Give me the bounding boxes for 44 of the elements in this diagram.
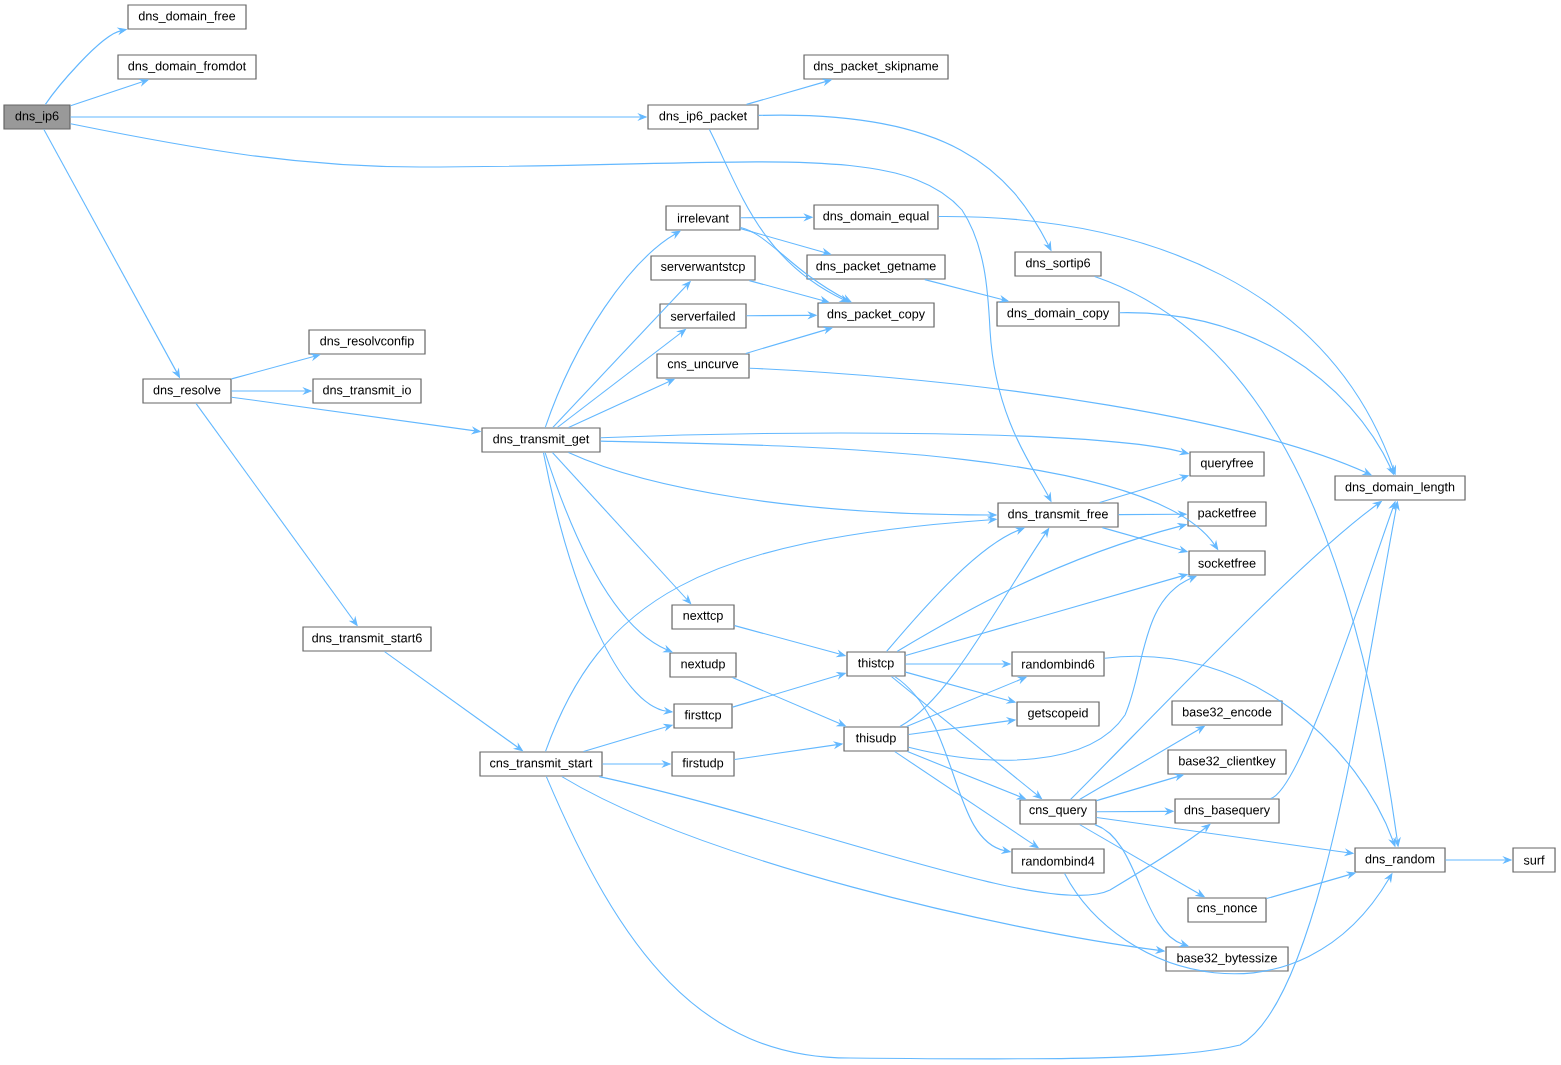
function-box: firstudp xyxy=(671,751,735,777)
function-box: dns_domain_equal xyxy=(813,204,939,230)
function-box: socketfree xyxy=(1188,550,1266,576)
function-box: dns_sortip6 xyxy=(1014,251,1102,277)
function-box: packetfree xyxy=(1187,501,1267,527)
function-box: dns_domain_free xyxy=(127,4,247,30)
function-box: serverfailed xyxy=(659,303,747,329)
function-box: cns_query xyxy=(1019,799,1097,825)
function-box: nexttcp xyxy=(671,604,735,630)
function-box: cns_nonce xyxy=(1187,897,1267,923)
function-box: dns_random xyxy=(1354,847,1446,873)
function-box: dns_transmit_free xyxy=(997,502,1119,528)
arrow xyxy=(598,776,1211,896)
function-box: thisudp xyxy=(843,726,909,752)
function-box: dns_basequery xyxy=(1174,798,1280,824)
function-box: dns_domain_length xyxy=(1334,475,1466,501)
function-box: irrelevant xyxy=(665,205,741,231)
function-box: cns_uncurve xyxy=(656,353,750,379)
function-box: serverwantstcp xyxy=(650,255,756,281)
function-box: thistcp xyxy=(846,651,906,677)
function-box: getscopeid xyxy=(1016,701,1100,727)
function-box: base32_clientkey xyxy=(1167,749,1287,775)
function-box: randombind6 xyxy=(1011,651,1105,677)
function-box: base32_encode xyxy=(1171,700,1283,726)
function-box: dns_packet_copy xyxy=(817,302,935,328)
function-box: dns_ip6 xyxy=(3,104,71,130)
function-box: nextudp xyxy=(669,652,737,678)
function-box: dns_domain_fromdot xyxy=(117,54,257,80)
function-box: dns_packet_getname xyxy=(806,254,946,280)
function-box: dns_resolvconfip xyxy=(308,329,426,355)
function-box: dns_domain_copy xyxy=(996,301,1120,327)
function-box: dns_transmit_get xyxy=(481,427,601,453)
function-box: queryfree xyxy=(1189,451,1265,477)
function-box: dns_packet_skipname xyxy=(803,54,949,80)
function-box: surf xyxy=(1512,847,1556,873)
function-box: dns_transmit_io xyxy=(312,378,422,404)
function-box: randombind4 xyxy=(1011,848,1105,874)
function-box: base32_bytessize xyxy=(1165,946,1289,972)
function-box: firsttcp xyxy=(673,703,733,729)
function-box: dns_ip6_packet xyxy=(647,104,759,130)
function-box: dns_resolve xyxy=(142,378,232,404)
arrow xyxy=(740,227,852,303)
function-box: dns_transmit_start6 xyxy=(302,626,432,652)
function-box: cns_transmit_start xyxy=(479,751,603,777)
